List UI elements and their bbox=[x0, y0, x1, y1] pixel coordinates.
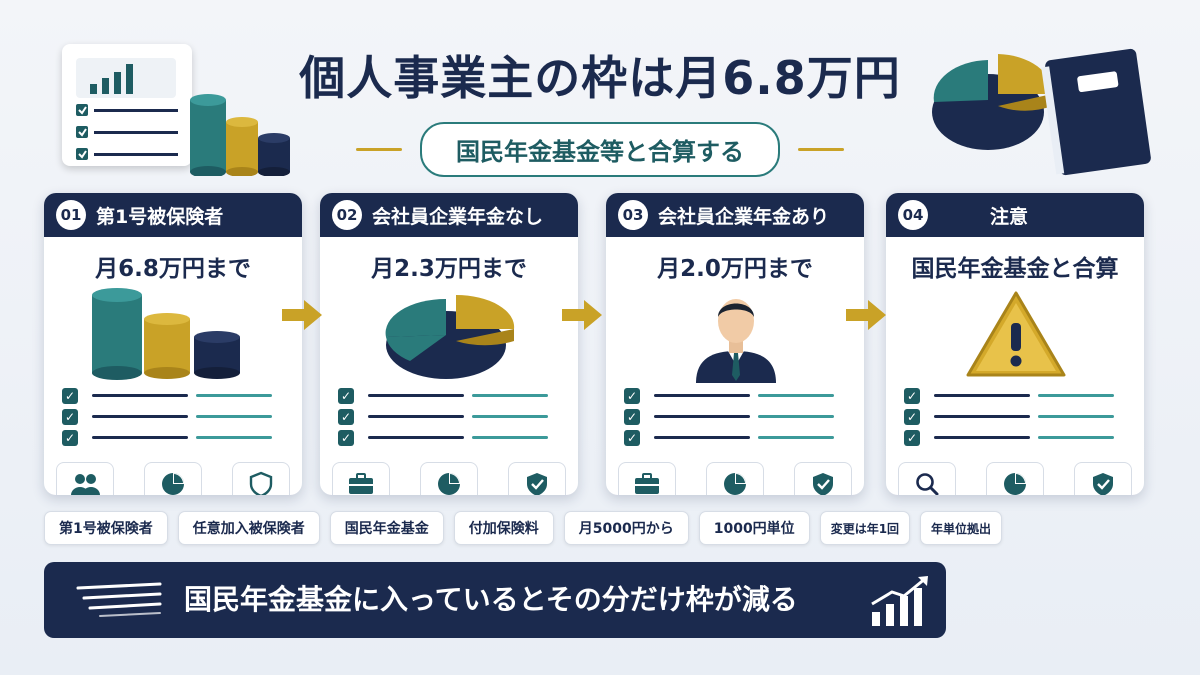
card-heading: 会社員企業年金あり bbox=[658, 205, 830, 228]
tag: 任意加入被保険者 bbox=[177, 511, 320, 545]
checklist: ✓ ✓ ✓ bbox=[320, 385, 578, 448]
search-icon bbox=[898, 462, 956, 495]
briefcase-icon bbox=[618, 462, 676, 495]
pie-chart-icon bbox=[986, 462, 1044, 495]
card-header: 02 会社員企業年金なし bbox=[320, 193, 578, 237]
card-1: 01 第1号被保険者 月6.8万円まで ✓ ✓ ✓ bbox=[44, 193, 302, 495]
icon-row bbox=[44, 462, 302, 495]
page-title: 個人事業主の枠は月6.8万円 bbox=[299, 51, 901, 105]
check-icon: ✓ bbox=[624, 387, 640, 404]
banner-text: 国民年金基金に入っているとその分だけ枠が減る bbox=[184, 583, 798, 616]
pie-chart-icon bbox=[144, 462, 202, 495]
tag: 1000円単位 bbox=[698, 511, 810, 545]
card-2: 02 会社員企業年金なし 月2.3万円まで ✓ ✓ ✓ bbox=[320, 193, 578, 495]
cylinders-icon bbox=[92, 288, 240, 380]
card-amount: 国民年金基金と合算 bbox=[911, 256, 1119, 282]
subtitle-row: 国民年金基金等と合算する bbox=[0, 122, 1200, 177]
check-icon: ✓ bbox=[62, 429, 78, 446]
shield-icon bbox=[232, 462, 290, 495]
icon-row bbox=[886, 462, 1144, 495]
check-icon: ✓ bbox=[338, 387, 354, 404]
icon-row bbox=[320, 462, 578, 495]
card-illustration bbox=[886, 287, 1144, 385]
card-number: 03 bbox=[618, 200, 648, 230]
card-header: 04 注意 bbox=[886, 193, 1144, 237]
tag: 年単位拠出 bbox=[920, 511, 1003, 545]
card-4: 04 注意 国民年金基金と合算 ✓ ✓ ✓ bbox=[886, 193, 1144, 495]
speed-lines-icon bbox=[76, 582, 162, 617]
tag: 変更は年1回 bbox=[819, 511, 911, 545]
warning-icon bbox=[966, 291, 1066, 377]
card-number: 01 bbox=[56, 200, 86, 230]
card-header: 03 会社員企業年金あり bbox=[606, 193, 864, 237]
tag: 月5000円から bbox=[563, 511, 689, 545]
card-3: 03 会社員企業年金あり 月2.0万円まで ✓ ✓ ✓ bbox=[606, 193, 864, 495]
card-illustration bbox=[44, 287, 302, 385]
check-icon: ✓ bbox=[904, 408, 920, 425]
book-icon bbox=[1041, 48, 1151, 176]
checklist: ✓ ✓ ✓ bbox=[886, 385, 1144, 448]
icon-row bbox=[606, 462, 864, 495]
checklist-board-icon bbox=[62, 44, 192, 166]
pie-chart-icon bbox=[706, 462, 764, 495]
card-amount: 月6.8万円まで bbox=[95, 256, 251, 282]
check-icon: ✓ bbox=[904, 387, 920, 404]
arrow-right-icon bbox=[846, 300, 886, 330]
shield-check-icon bbox=[794, 462, 852, 495]
card-heading: 注意 bbox=[990, 205, 1029, 228]
pie-chart-icon bbox=[932, 54, 1053, 150]
check-icon: ✓ bbox=[624, 429, 640, 446]
card-heading: 第1号被保険者 bbox=[96, 205, 224, 228]
divider bbox=[356, 148, 402, 151]
divider bbox=[798, 148, 844, 151]
tag-list: 第1号被保険者 任意加入被保険者 国民年金基金 付加保険料 月5000円から 1… bbox=[44, 511, 1003, 545]
check-icon: ✓ bbox=[62, 408, 78, 425]
card-amount: 月2.3万円まで bbox=[371, 256, 527, 282]
people-icon bbox=[56, 462, 114, 495]
shield-check-icon bbox=[508, 462, 566, 495]
card-number: 04 bbox=[898, 200, 928, 230]
check-icon: ✓ bbox=[338, 408, 354, 425]
check-icon: ✓ bbox=[904, 429, 920, 446]
subtitle: 国民年金基金等と合算する bbox=[420, 122, 780, 177]
pie-chart-icon bbox=[420, 462, 478, 495]
check-icon: ✓ bbox=[624, 408, 640, 425]
check-icon: ✓ bbox=[338, 429, 354, 446]
pie-chart-icon bbox=[385, 294, 515, 379]
tag: 国民年金基金 bbox=[329, 511, 444, 545]
cylinders-icon bbox=[190, 94, 290, 176]
arrow-right-icon bbox=[282, 300, 322, 330]
briefcase-icon bbox=[332, 462, 390, 495]
card-header: 01 第1号被保険者 bbox=[44, 193, 302, 237]
businessman-icon bbox=[696, 299, 776, 383]
checklist: ✓ ✓ ✓ bbox=[44, 385, 302, 448]
shield-check-icon bbox=[1074, 462, 1132, 495]
card-illustration bbox=[320, 287, 578, 385]
checklist: ✓ ✓ ✓ bbox=[606, 385, 864, 448]
card-heading: 会社員企業年金なし bbox=[372, 205, 544, 228]
tag: 付加保険料 bbox=[453, 511, 554, 545]
card-amount: 月2.0万円まで bbox=[657, 256, 813, 282]
growth-chart-icon bbox=[871, 576, 928, 626]
check-icon: ✓ bbox=[62, 387, 78, 404]
bottom-banner: 国民年金基金に入っているとその分だけ枠が減る bbox=[44, 562, 946, 638]
tag: 第1号被保険者 bbox=[44, 511, 168, 545]
arrow-right-icon bbox=[562, 300, 602, 330]
card-illustration bbox=[606, 287, 864, 385]
card-number: 02 bbox=[332, 200, 362, 230]
